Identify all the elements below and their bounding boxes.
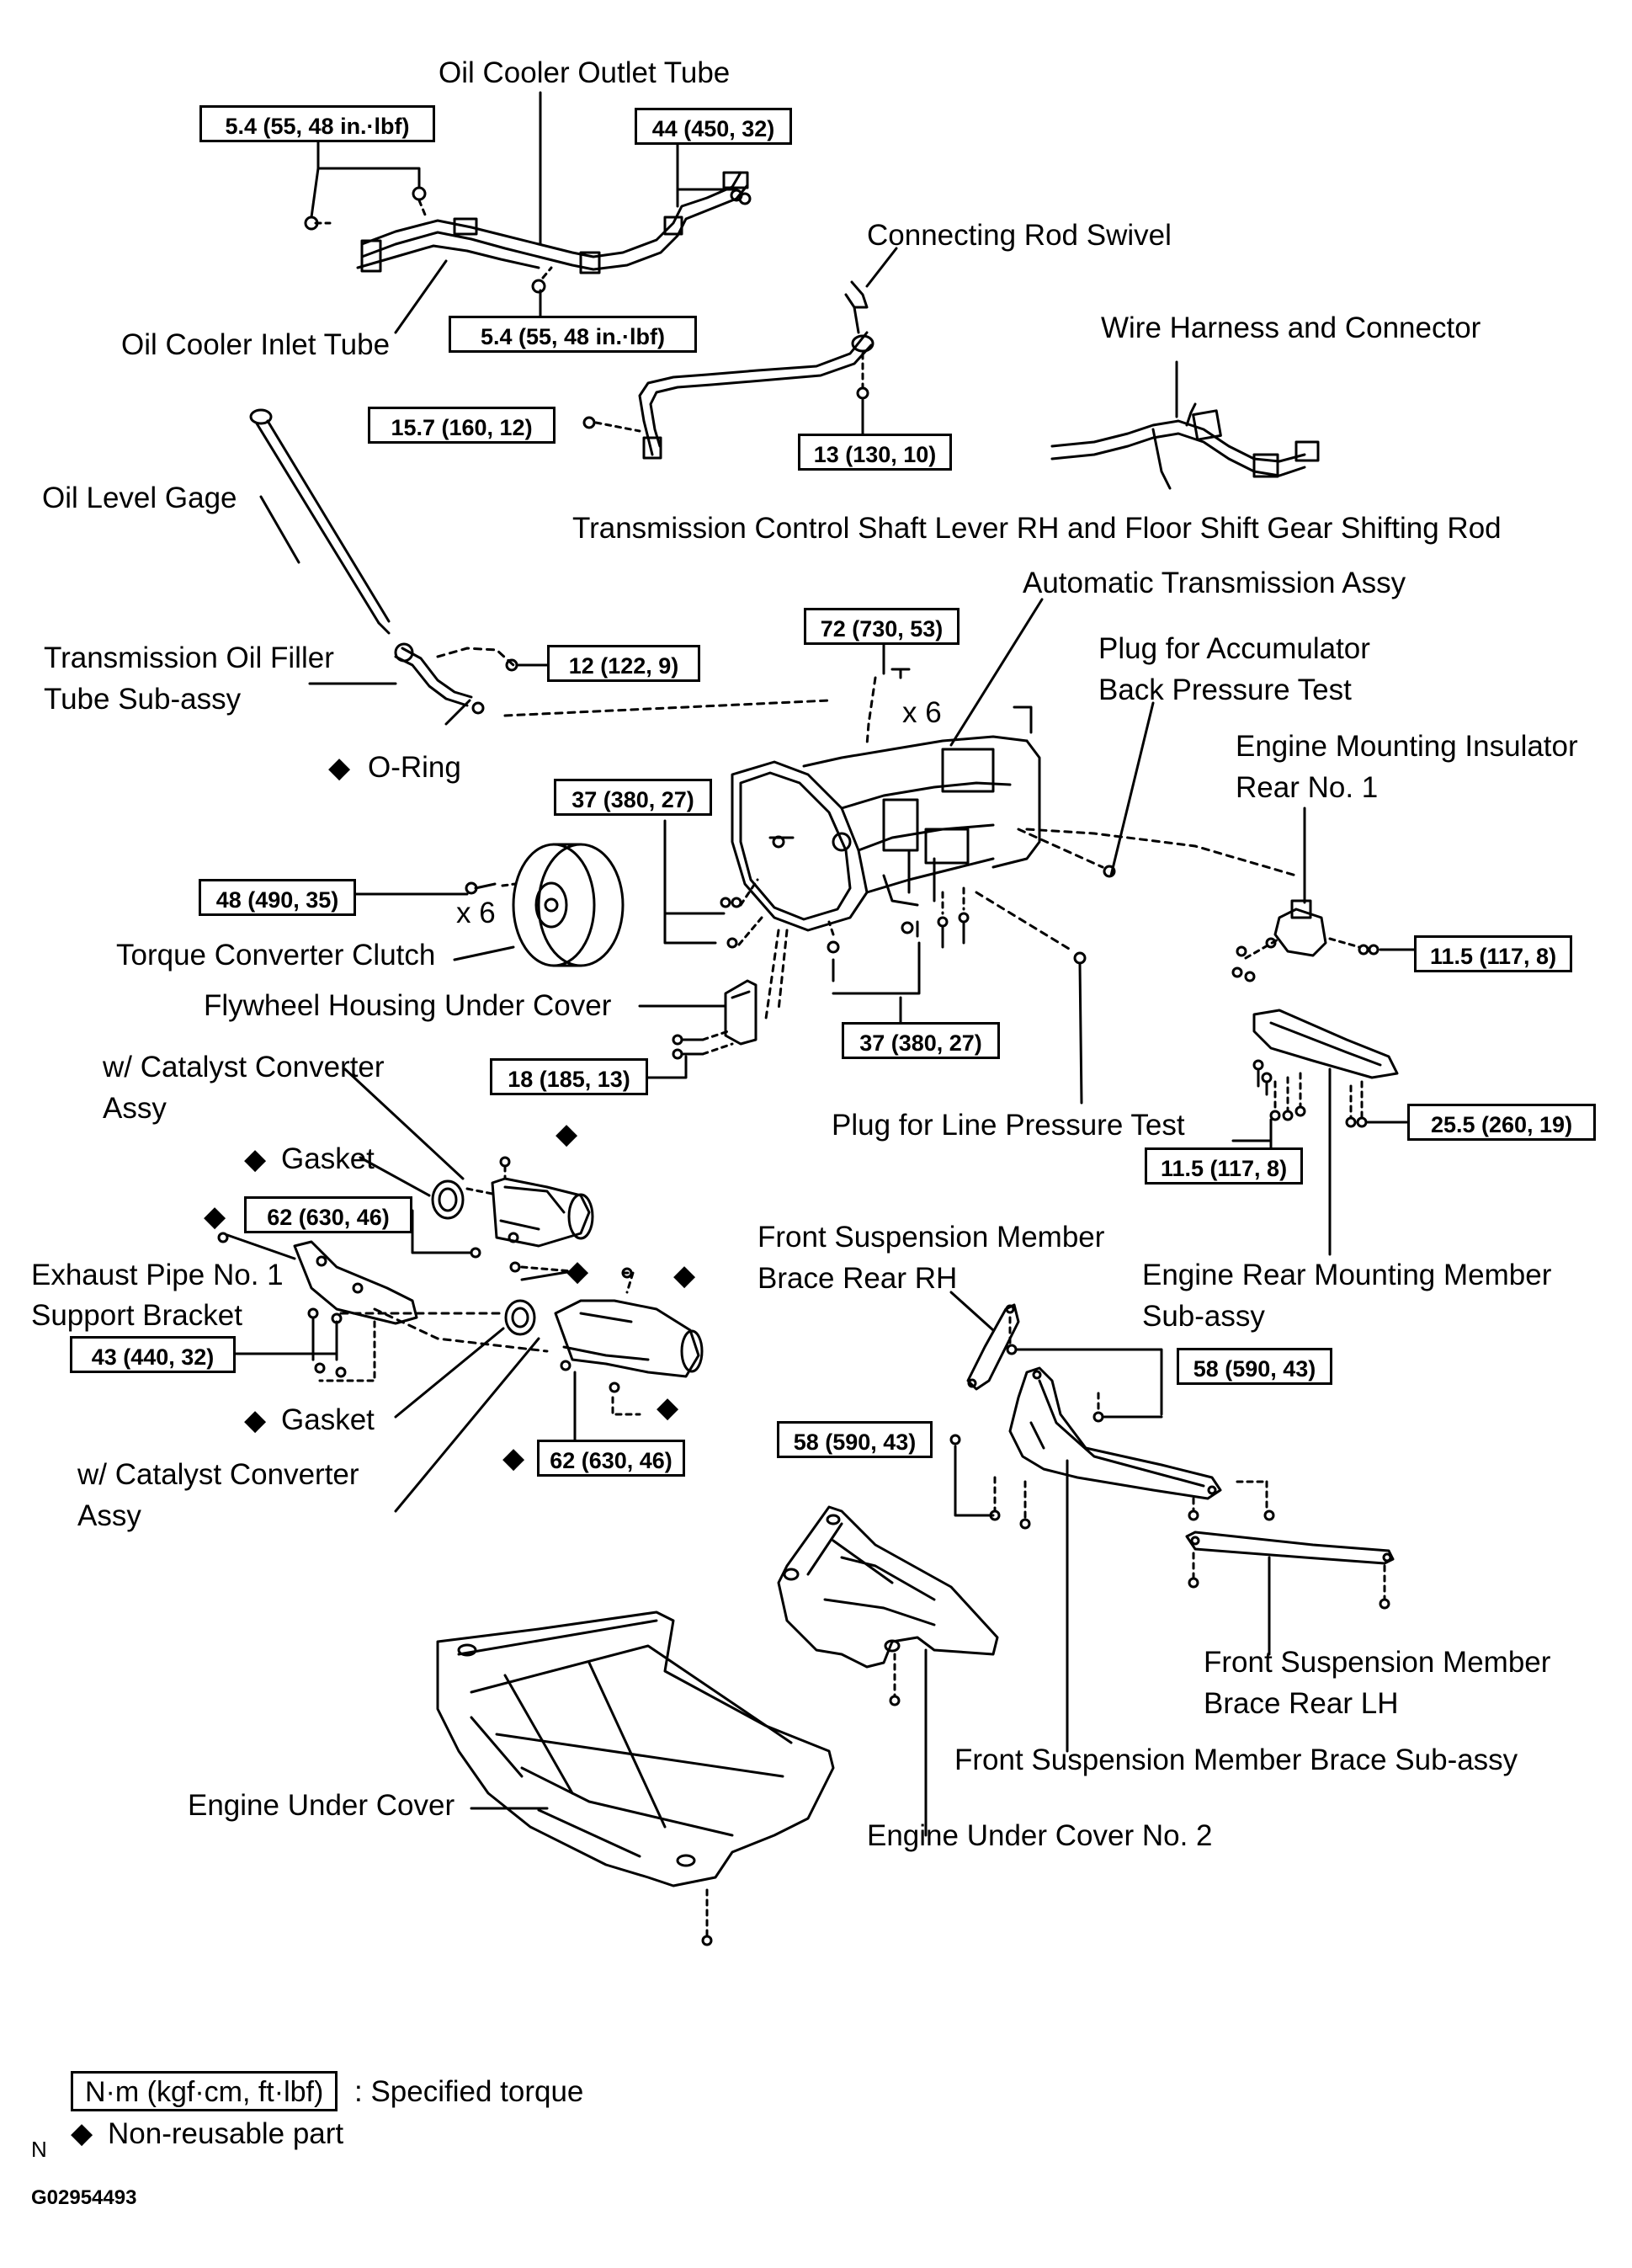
torque-spec-box: 43 (440, 32) <box>70 1336 236 1373</box>
oil-level-gage-drawing <box>249 408 391 635</box>
bolt-count-label-a: x 6 <box>902 696 942 729</box>
gasket-label-2: Gasket <box>281 1403 375 1436</box>
diamond-icon: ◆ <box>673 1259 696 1291</box>
torque-spec-box: 12 (122, 9) <box>547 645 700 682</box>
catalyst-converter-label-2a: w/ Catalyst Converter <box>77 1458 359 1491</box>
front-susp-brace-label: Front Suspension Member Brace Sub-assy <box>954 1744 1518 1776</box>
footer-figure-code: G02954493 <box>31 2186 137 2209</box>
diamond-icon: ◆ <box>556 1118 578 1150</box>
oil-cooler-tubes-drawing <box>304 91 752 334</box>
shift-rod-drawing <box>582 247 898 460</box>
bolt-count-label-b: x 6 <box>456 897 496 929</box>
engine-mount-insulator-label-2: Rear No. 1 <box>1236 771 1379 804</box>
catalyst-converter-label-2b: Assy <box>77 1499 141 1532</box>
legend-torque-unit-box: N·m (kgf·cm, ft·lbf) <box>71 2071 338 2111</box>
torque-spec-box: 48 (490, 35) <box>199 879 356 916</box>
front-suspension-brace-drawing <box>949 1291 1395 1753</box>
torque-spec-box: 62 (630, 46) <box>244 1196 412 1233</box>
exhaust-bracket-label-2: Support Bracket <box>31 1299 242 1332</box>
engine-under-cover-label: Engine Under Cover <box>188 1789 455 1822</box>
front-susp-lh-label-2: Brace Rear LH <box>1204 1687 1399 1720</box>
flywheel-cover-label: Flywheel Housing Under Cover <box>204 989 612 1022</box>
connecting-rod-swivel-label: Connecting Rod Swivel <box>867 219 1172 252</box>
torque-spec-box: 25.5 (260, 19) <box>1407 1104 1596 1141</box>
diamond-icon: ◆ <box>328 752 351 784</box>
control-shaft-label: Transmission Control Shaft Lever RH and … <box>572 512 1502 545</box>
engine-rear-member-label-2: Sub-assy <box>1142 1300 1265 1333</box>
torque-spec-box: 5.4 (55, 48 in.·lbf) <box>199 105 435 142</box>
wire-harness-label: Wire Harness and Connector <box>1101 311 1481 344</box>
filler-tube-drawing <box>308 642 831 726</box>
plug-line-pressure-label: Plug for Line Pressure Test <box>832 1109 1185 1142</box>
front-susp-rh-label-1: Front Suspension Member <box>758 1221 1105 1254</box>
automatic-transmission-label: Automatic Transmission Assy <box>1023 567 1406 599</box>
torque-spec-box: 62 (630, 46) <box>537 1440 685 1477</box>
o-ring-label: O-Ring <box>368 751 461 784</box>
legend-torque-text: : Specified torque <box>354 2075 584 2108</box>
torque-converter-label: Torque Converter Clutch <box>116 939 436 972</box>
engine-rear-member-label-1: Engine Rear Mounting Member <box>1142 1259 1552 1291</box>
engine-mount-insulator-label-1: Engine Mounting Insulator <box>1236 730 1578 763</box>
diamond-icon: ◆ <box>71 2117 93 2149</box>
footer-n-mark: N <box>31 2137 47 2162</box>
torque-spec-box: 37 (380, 27) <box>842 1022 1000 1059</box>
automatic-transmission-drawing <box>731 598 1298 932</box>
torque-spec-box: 15.7 (160, 12) <box>368 407 556 444</box>
engine-under-cover-2-drawing <box>777 1505 999 1837</box>
front-susp-rh-label-2: Brace Rear RH <box>758 1262 958 1295</box>
diamond-icon: ◆ <box>204 1201 226 1232</box>
diamond-icon: ◆ <box>244 1143 267 1175</box>
torque-converter-drawing <box>354 843 625 967</box>
oil-level-gage-label: Oil Level Gage <box>42 482 237 514</box>
plug-accumulator-label-2: Back Pressure Test <box>1098 673 1352 706</box>
gasket-label-1: Gasket <box>281 1142 375 1175</box>
flywheel-cover-drawing <box>638 819 1087 1105</box>
torque-spec-box: 11.5 (117, 8) <box>1145 1147 1303 1185</box>
engine-under-cover-drawing <box>436 1610 835 1946</box>
filler-tube-label-2: Tube Sub-assy <box>44 683 242 716</box>
plug-accumulator-label-1: Plug for Accumulator <box>1098 632 1370 665</box>
wire-harness-drawing <box>1050 360 1320 490</box>
torque-spec-box: 13 (130, 10) <box>798 434 952 471</box>
torque-spec-box: 58 (590, 43) <box>1177 1348 1332 1385</box>
torque-spec-box: 5.4 (55, 48 in.·lbf) <box>449 316 697 353</box>
diamond-icon: ◆ <box>566 1255 589 1287</box>
catalyst-converter-drawing <box>217 1067 704 1513</box>
engine-under-cover-2-label: Engine Under Cover No. 2 <box>867 1819 1213 1852</box>
torque-spec-box: 58 (590, 43) <box>777 1421 933 1458</box>
torque-spec-box: 72 (730, 53) <box>804 608 960 645</box>
diamond-icon: ◆ <box>657 1392 679 1424</box>
torque-spec-box: 18 (185, 13) <box>490 1058 648 1095</box>
catalyst-converter-label-1b: Assy <box>103 1092 167 1125</box>
torque-spec-box: 37 (380, 27) <box>554 779 712 816</box>
torque-spec-box: 44 (450, 32) <box>635 108 792 145</box>
diamond-icon: ◆ <box>244 1404 267 1436</box>
diamond-icon: ◆ <box>502 1442 525 1474</box>
exhaust-bracket-label-1: Exhaust Pipe No. 1 <box>31 1259 284 1291</box>
oil-cooler-outlet-tube-label: Oil Cooler Outlet Tube <box>439 56 731 89</box>
filler-tube-label-1: Transmission Oil Filler <box>44 642 334 674</box>
torque-spec-box: 11.5 (117, 8) <box>1414 935 1572 972</box>
catalyst-converter-label-1a: w/ Catalyst Converter <box>103 1051 385 1083</box>
oil-cooler-inlet-tube-label: Oil Cooler Inlet Tube <box>121 328 391 361</box>
front-susp-lh-label-1: Front Suspension Member <box>1204 1646 1551 1679</box>
engine-mount-drawing <box>1231 807 1416 1256</box>
legend-nonreusable-text: Non-reusable part <box>108 2117 344 2150</box>
